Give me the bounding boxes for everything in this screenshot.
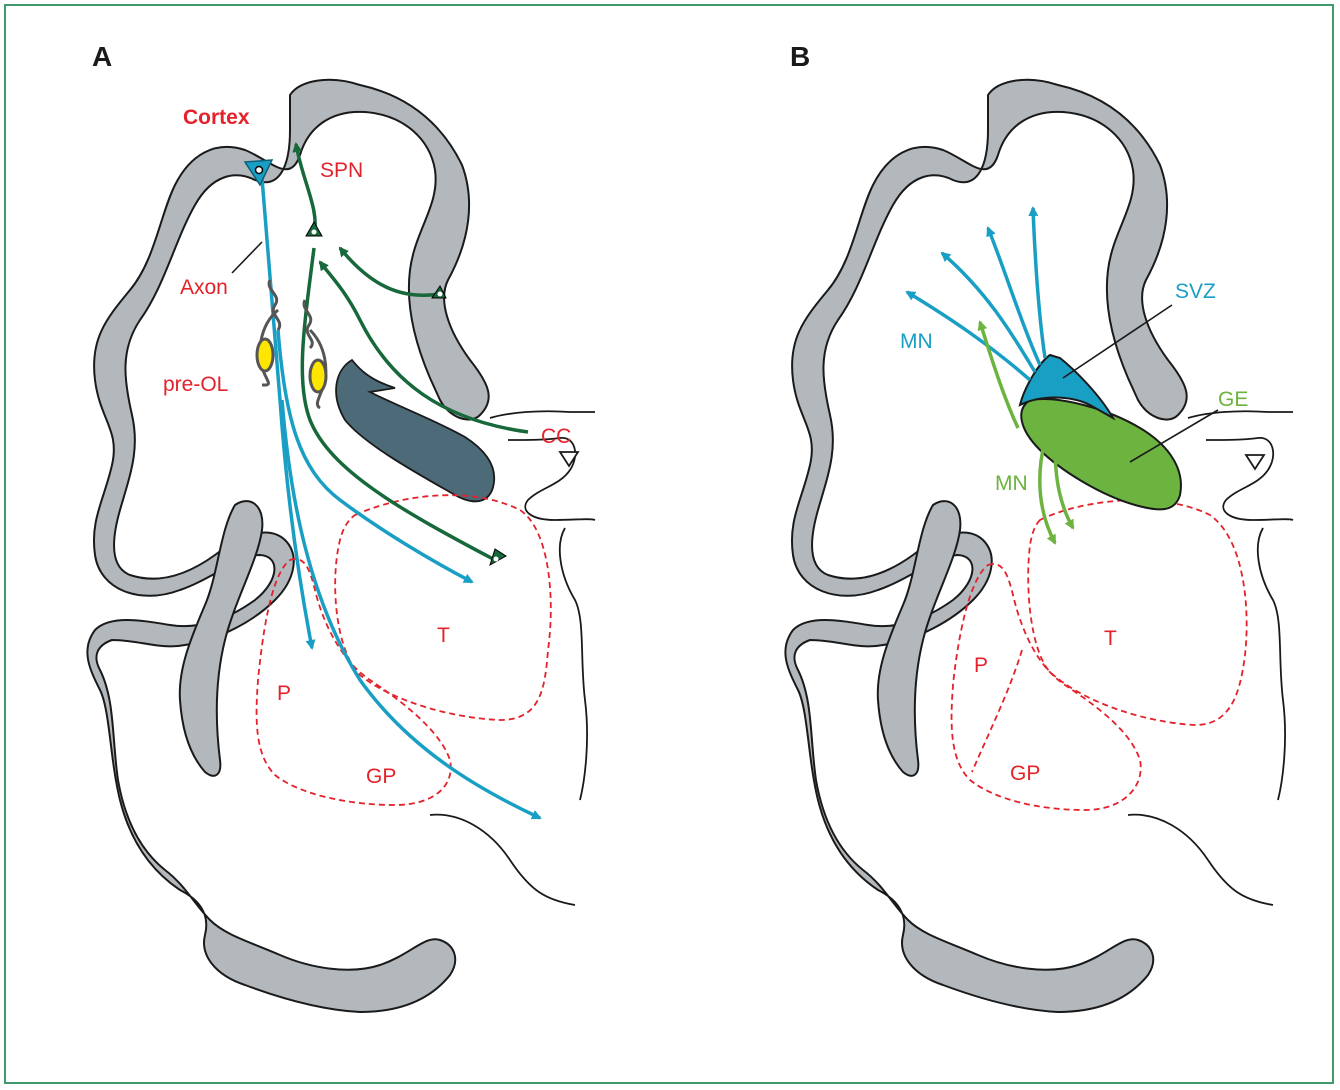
panel-b-label-gp: GP bbox=[1010, 762, 1040, 785]
panel-a-label-p: P bbox=[277, 682, 291, 705]
panel-a-label-pre-ol: pre-OL bbox=[163, 373, 228, 396]
panel-b-hemisphere bbox=[785, 80, 1293, 1012]
panel-a-pre-ol-cells bbox=[257, 280, 326, 408]
panel-a-cortical-axons bbox=[245, 160, 540, 818]
panel-b-label-mn-green: MN bbox=[995, 472, 1028, 495]
panel-b-nucleus-p bbox=[952, 564, 1141, 810]
panel-a: A bbox=[87, 41, 595, 1012]
panel-b-nucleus-t bbox=[1028, 500, 1246, 725]
panel-b-label-svz: SVZ bbox=[1175, 280, 1216, 303]
panel-b-label-ge: GE bbox=[1218, 388, 1248, 411]
panel-a-axon-leader bbox=[232, 242, 262, 273]
panel-b-letter: B bbox=[790, 41, 810, 72]
panel-b-label-t: T bbox=[1104, 627, 1117, 650]
panel-b: B SVZ MN GE MN T bbox=[785, 41, 1293, 1012]
panel-a-label-t: T bbox=[437, 624, 450, 647]
panel-a-label-spn: SPN bbox=[320, 159, 363, 182]
panel-b-label-p: P bbox=[974, 654, 988, 677]
panel-a-letter: A bbox=[92, 41, 112, 72]
panel-a-spn-fibers bbox=[296, 144, 528, 565]
panel-a-label-cc: CC bbox=[541, 425, 571, 448]
panel-a-hemisphere bbox=[87, 80, 595, 1012]
panel-a-label-gp: GP bbox=[366, 765, 396, 788]
panel-b-triangle-icon bbox=[1246, 455, 1264, 469]
panel-b-blue-migration bbox=[907, 208, 1045, 380]
panel-a-label-cortex: Cortex bbox=[183, 106, 250, 129]
panel-b-label-mn-blue: MN bbox=[900, 330, 933, 353]
panel-a-nucleus-t bbox=[335, 495, 551, 720]
panel-a-label-axon: Axon bbox=[180, 276, 228, 299]
